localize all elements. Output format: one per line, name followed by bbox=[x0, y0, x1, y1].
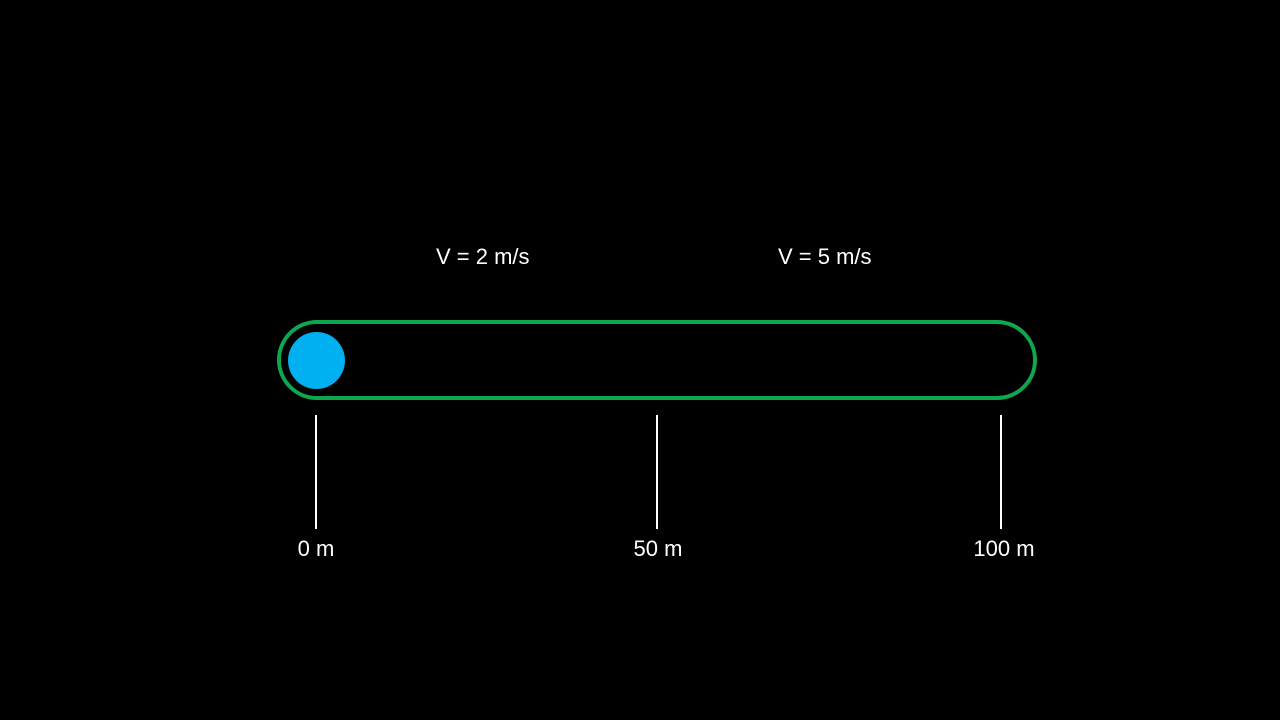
scale-label-0: 0 m bbox=[297, 536, 335, 561]
tick-0 bbox=[315, 415, 317, 529]
tick-100 bbox=[1000, 415, 1002, 529]
ball bbox=[288, 332, 345, 389]
track bbox=[277, 320, 1037, 400]
speed-label-first: V = 2 m/s bbox=[436, 244, 530, 269]
speed-label-second: V = 5 m/s bbox=[778, 244, 872, 269]
scale-label-100: 100 m bbox=[973, 536, 1035, 561]
scale-label-50: 50 m bbox=[633, 536, 683, 561]
tick-50 bbox=[656, 415, 658, 529]
